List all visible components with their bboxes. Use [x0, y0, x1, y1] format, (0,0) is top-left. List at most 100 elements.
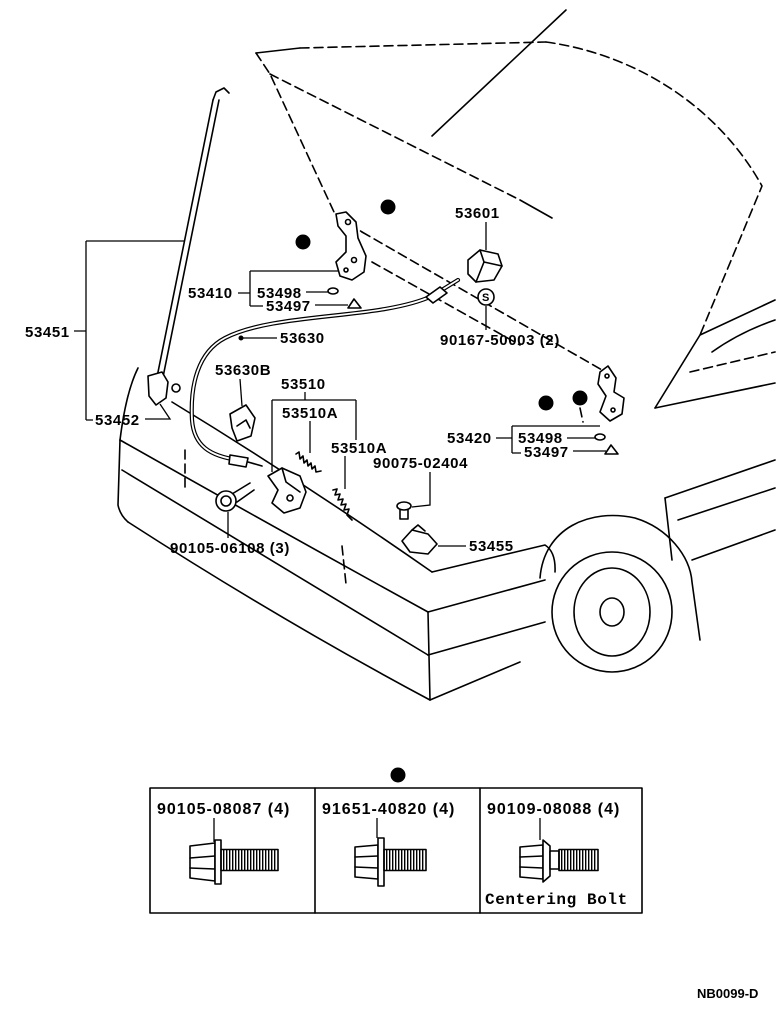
hood-right-rear-edge [654, 334, 701, 409]
bolt-table-cell-3: 90109-08088 (4) Centering Bolt [485, 801, 628, 909]
label-53510: 53510 [281, 376, 326, 393]
leader-lines [74, 222, 606, 547]
leader-53510-bracket [271, 392, 357, 472]
parts: S [147, 87, 625, 555]
cable-leader-point [238, 335, 244, 341]
leader-90075 [411, 472, 431, 508]
hood-lock-53510 [267, 467, 307, 514]
lock-body [267, 467, 307, 514]
side-window-line [711, 319, 776, 353]
hinge-plate-right [597, 365, 625, 422]
rod-hook [212, 87, 230, 101]
torque-mark-dot [572, 390, 588, 406]
bolt-shank-outline [558, 848, 599, 872]
cushion-53498-left [327, 287, 339, 295]
torque-mark-dot [390, 767, 406, 783]
callout-labels: 53601 53410 53498 53497 90167-50003 (2) … [25, 205, 568, 557]
hinge-hole [344, 218, 352, 226]
lock-edge [281, 467, 301, 493]
part-53601 [467, 249, 503, 283]
wheel-arch [539, 514, 701, 641]
bolt-hex-head [519, 844, 544, 880]
spring-53510a-lower [332, 488, 353, 521]
bolt-table-cell-1: 90105-08087 (4) [157, 801, 290, 885]
label-53420: 53420 [447, 430, 492, 447]
hood-lock-striker-53455 [401, 524, 438, 555]
door-edge [664, 497, 673, 561]
bolt-table-cell-2: 91651-40820 (4) [322, 801, 454, 887]
wheel-hub [599, 597, 625, 627]
label-53601: 53601 [455, 205, 500, 222]
label-53452: 53452 [95, 412, 140, 429]
hood-hinge-53410 [335, 211, 367, 281]
front-end [117, 367, 556, 701]
bumper-bottom-line [127, 521, 431, 701]
hinge-hole [350, 256, 358, 264]
hood-inner-panel-edge [519, 199, 553, 219]
bolt-part-number: 90109-08088 (4) [487, 801, 620, 818]
bumper-top-line [119, 439, 429, 613]
bolt-flange [214, 839, 222, 885]
front-wheel [539, 514, 701, 673]
torque-mark-dot [295, 234, 311, 250]
lock-pivot [286, 494, 294, 502]
label-90105-06108: 90105-06108 (3) [170, 540, 290, 557]
bumper-corner [427, 611, 431, 701]
label-53630b: 53630B [215, 362, 271, 379]
tire [551, 551, 673, 673]
bolt-centering-collar [549, 850, 560, 870]
bolt-note: Centering Bolt [485, 891, 628, 909]
label-90075-02404: 90075-02404 [373, 455, 468, 472]
leader-53497-right [512, 450, 606, 454]
bolt-shank-outline [383, 848, 427, 872]
bolt-table-frame [149, 787, 643, 914]
label-53455: 53455 [469, 538, 514, 555]
hinge-hole [610, 407, 616, 413]
hood-rear-edge [361, 231, 603, 371]
bolt-table: 90105-08087 (4) 91651-40820 (4) 90109-08… [149, 767, 643, 914]
leader-53497-left [250, 304, 348, 307]
leader-53630b [239, 378, 243, 407]
leader-53420-bracket [496, 425, 600, 453]
door-lower-line [677, 487, 776, 521]
bolt-hex-facets [519, 855, 544, 869]
bumper-right-top [427, 579, 546, 613]
hood-right-edge [545, 41, 763, 336]
windshield-pillar [431, 9, 567, 137]
label-90167-50003: 90167-50003 (2) [440, 332, 560, 349]
hinge-hole [343, 267, 349, 273]
bolt-hex-head [354, 844, 379, 880]
part-53601-edge [475, 249, 503, 283]
label-53630: 53630 [280, 330, 325, 347]
rod-holder-fastener [171, 383, 181, 393]
belt-line [689, 351, 776, 373]
cable-end-lower [228, 454, 249, 468]
label-53498-left: 53498 [257, 285, 302, 302]
bolt-flange [542, 839, 551, 883]
circled-s-letter: S [482, 292, 489, 304]
rod-line-b [161, 99, 220, 383]
leader-53452 [145, 403, 172, 420]
grille-divider-right [341, 545, 347, 585]
bolt-shank [231, 482, 255, 503]
part-53601-body [467, 249, 503, 283]
striker-plate [401, 529, 438, 555]
cable-wire-end [247, 461, 263, 467]
label-53451: 53451 [25, 324, 70, 341]
a-pillar-line [699, 299, 776, 336]
raised-hood-outline [255, 9, 763, 409]
bolt-hex-facets [189, 855, 216, 870]
hood-front-corner [255, 47, 301, 54]
torque-mark-dot [538, 395, 554, 411]
right-side-body [654, 299, 776, 561]
bolt-part-number: 90105-08087 (4) [157, 801, 290, 818]
striker-loop [411, 524, 426, 532]
bolt-90105-06108 [215, 482, 255, 512]
leader-53451-bracket [74, 240, 185, 421]
screw-head [396, 501, 412, 511]
leader-53410-bracket [238, 270, 338, 306]
cable-end-upper [425, 286, 448, 304]
cowl-line [371, 261, 521, 346]
label-53497-left: 53497 [266, 298, 311, 315]
